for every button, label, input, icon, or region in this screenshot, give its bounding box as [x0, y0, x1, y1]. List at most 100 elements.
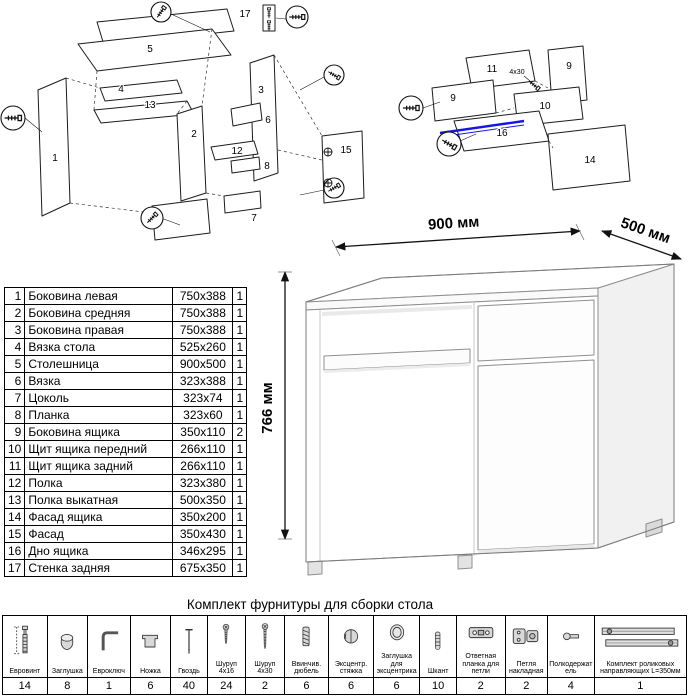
screw-callout-icon [323, 177, 345, 199]
part-qty: 1 [232, 525, 248, 543]
hardware-qty-row: 14 8 1 6 40 24 2 6 6 6 10 2 2 4 1 [2, 677, 688, 695]
under-top-shadow [322, 305, 472, 316]
screw-callout-icon [323, 64, 345, 86]
hardware-qty: 8 [46, 677, 89, 695]
dimension-lines [280, 227, 682, 541]
part-size: 750x388 [172, 304, 234, 322]
hardware-qty: 1 [593, 677, 688, 695]
drawer-slides-icon [595, 617, 685, 661]
part-label-13: 13 [144, 100, 156, 111]
drawer-part-label-11: 11 [487, 64, 498, 75]
hinge-icon [506, 617, 547, 661]
part-name: Вязка стола [24, 338, 174, 356]
hardware-icon-row: Евровинт Заглушка Евроключ Ножка Гвоздь … [2, 615, 688, 678]
dimension-extension-ticks [278, 223, 585, 540]
right-foot [645, 518, 663, 538]
door-bottom-shadow [478, 544, 594, 554]
dim-width-label: 900 мм [428, 213, 480, 233]
part-num: 13 [3, 491, 26, 509]
callout-leader-lines [24, 13, 325, 226]
part-name: Боковина средняя [24, 304, 174, 322]
drawer-part-label-16: 16 [496, 128, 508, 139]
hardware-label: Ножка [140, 668, 161, 676]
screw-icon [247, 617, 284, 661]
part-name: Планка [24, 406, 174, 424]
hardware-qty: 6 [129, 677, 172, 695]
hardware-cell: Шкант [419, 615, 457, 678]
threaded-dowel-icon [285, 617, 328, 661]
part-num: 14 [3, 508, 26, 526]
hardware-label: Шкант [427, 668, 449, 676]
drawer-screw-callouts [398, 95, 462, 157]
hardware-label: Комплект роликовых направляющих L=350мм [600, 660, 681, 676]
part-name: Щит ящика задний [24, 457, 174, 475]
hardware-label: Петля накладная [509, 660, 544, 676]
hardware-qty: 2 [504, 677, 549, 695]
part-label-7: 7 [251, 213, 257, 224]
hardware-label: Эксцентр. стяжка [334, 660, 368, 676]
nail-icon [172, 617, 206, 669]
drawer-facade [547, 124, 631, 191]
panel-plank [230, 156, 261, 174]
hardware-label: Ввинчив. дюбель [291, 660, 322, 676]
part-qty: 1 [232, 372, 248, 390]
panel-tie [99, 79, 183, 102]
hardware-cell: Ножка [129, 615, 172, 678]
hardware-qty: 4 [547, 677, 595, 695]
part-qty: 1 [232, 491, 248, 509]
part-label-17: 17 [239, 9, 251, 20]
part-size: 323x74 [172, 389, 234, 407]
part-label-6: 6 [265, 115, 271, 126]
part-name: Стенка задняя [24, 559, 174, 577]
hardware-cell: Комплект роликовых направляющих L=350мм [593, 615, 688, 678]
hinge-marks [323, 147, 333, 188]
hardware-cell: Петля накладная [504, 615, 549, 678]
screw-callout-icon [436, 131, 462, 157]
part-name: Вязка [24, 372, 174, 390]
part-size: 350x110 [172, 423, 234, 441]
wood-dowel-icon [421, 617, 455, 669]
part-num: 11 [3, 457, 26, 475]
panel-shelf [210, 140, 259, 161]
part-label-12: 12 [231, 146, 243, 157]
part-num: 12 [3, 474, 26, 492]
hardware-qty: 2 [245, 677, 285, 695]
drawer-side-left [431, 79, 497, 122]
part-label-3: 3 [258, 85, 264, 96]
hardware-label: Ответная планка для петли [462, 652, 500, 676]
part-name: Боковина левая [24, 287, 174, 305]
part-size: 675x350 [172, 559, 234, 577]
panel-plinth [223, 190, 262, 214]
part-num: 7 [3, 389, 26, 407]
cap-icon [48, 617, 87, 669]
part-num: 10 [3, 440, 26, 458]
cam-cap-icon [374, 617, 419, 653]
hardware-label: Шуруп 4x16 [215, 660, 237, 676]
hardware-cell: Полкодержатель [547, 615, 595, 678]
part-qty: 1 [232, 304, 248, 322]
part-name: Полка [24, 474, 174, 492]
hinge-plate-icon [457, 617, 504, 653]
part-label-4: 4 [118, 84, 124, 95]
part-num: 4 [3, 338, 26, 356]
dim-depth-label: 500 мм [618, 214, 672, 247]
desk-panels [37, 4, 365, 241]
hardware-qty: 24 [206, 677, 247, 695]
hardware-label: Заглушка для эксцентрика [376, 652, 417, 676]
part-label-2: 2 [191, 129, 197, 140]
shelf-pin-icon [549, 617, 594, 661]
screw-callout-icon [0, 105, 26, 131]
hardware-cell: Евровинт [2, 615, 48, 678]
drawer-guide-lines [495, 80, 554, 149]
part-size: 750x388 [172, 287, 234, 305]
hardware-cell: Заглушка для эксцентрика [372, 615, 421, 678]
part-name: Столешница [24, 355, 174, 373]
